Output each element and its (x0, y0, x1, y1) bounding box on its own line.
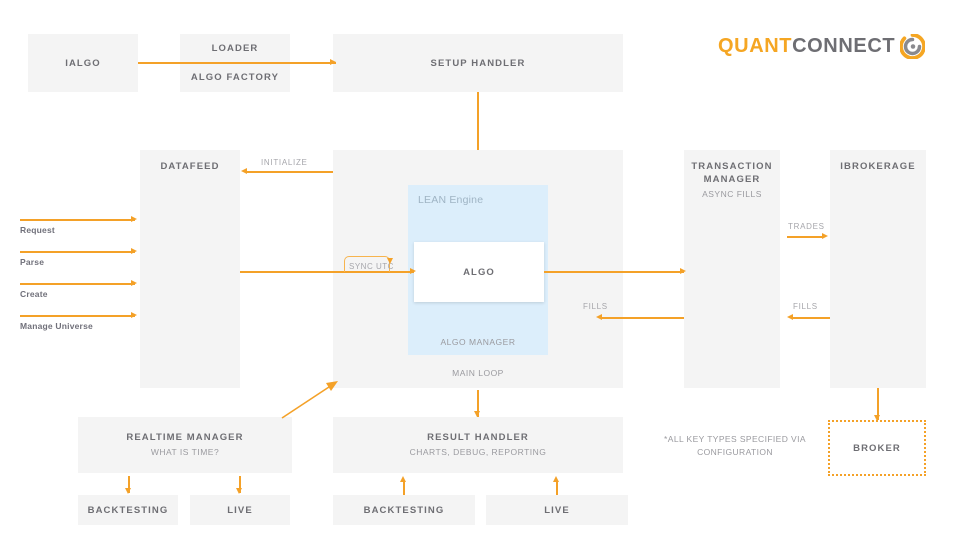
edge-manage-universe-to-datafeed (20, 315, 135, 317)
node-result-handler-title: RESULT HANDLER (427, 432, 529, 443)
edge-ibrokerage-to-broker-arrowhead (873, 415, 880, 421)
edge-main-loop-to-result-handler-arrowhead (473, 411, 480, 417)
edge-main-loop-to-result-handler (477, 390, 479, 417)
node-loader-title: LOADER (211, 43, 259, 54)
node-setup-handler-title: SETUP HANDLER (430, 57, 526, 69)
node-transaction-manager-subtitle: ASYNC FILLS (702, 189, 762, 199)
quantconnect-swirl-icon (900, 34, 926, 59)
node-result-live[interactable]: LIVE (486, 495, 628, 525)
edge-manage-universe-arrowhead (131, 311, 137, 318)
logo-text-quant: QUANT (718, 35, 793, 57)
node-ibrokerage-title: IBROKERAGE (840, 161, 916, 172)
side-input-label-manage-universe: Manage Universe (20, 321, 93, 331)
node-result-handler-subtitle: CHARTS, DEBUG, REPORTING (409, 447, 547, 457)
node-result-backtesting[interactable]: BACKTESTING (333, 495, 475, 525)
node-result-handler[interactable]: RESULT HANDLER CHARTS, DEBUG, REPORTING (333, 417, 623, 473)
edge-algo-to-transaction-manager-arrowhead (680, 267, 686, 274)
edge-ibrokerage-to-transaction-manager (792, 317, 830, 319)
edge-label-trades: TRADES (788, 222, 825, 231)
footnote-key-types: *ALL KEY TYPES SPECIFIED VIA CONFIGURATI… (664, 434, 806, 457)
edge-label-initialize: INITIALIZE (261, 158, 308, 167)
edge-create-to-datafeed (20, 283, 135, 285)
edge-realtime-manager-to-main-loop (281, 381, 338, 419)
node-algo-factory-title: ALGO FACTORY (190, 72, 280, 83)
edge-sync-utc-arrowhead (386, 258, 393, 264)
side-input-label-parse: Parse (20, 257, 45, 267)
edge-label-fills-transaction: FILLS (583, 302, 608, 311)
edge-main-loop-to-datafeed (246, 171, 333, 173)
edge-ibrokerage-to-broker (877, 388, 879, 420)
node-ibrokerage[interactable]: IBROKERAGE (830, 150, 926, 388)
edge-parse-arrowhead (131, 247, 137, 254)
node-realtime-backtesting[interactable]: BACKTESTING (78, 495, 178, 525)
node-realtime-live-title: LIVE (227, 504, 253, 516)
edge-label-sync-utc: SYNC UTC (349, 262, 394, 271)
node-realtime-manager-subtitle: WHAT IS TIME? (150, 447, 220, 457)
edge-label-fills-brokerage: FILLS (793, 302, 818, 311)
edge-ialgo-to-setup-handler-arrowhead (330, 58, 336, 65)
node-realtime-manager-title: REALTIME MANAGER (126, 432, 244, 443)
node-transaction-manager-title: TRANSACTION MANAGER (691, 161, 773, 185)
edge-backtesting-to-result-handler-arrowhead (399, 476, 406, 482)
edge-algo-to-transaction-manager (544, 271, 684, 273)
node-broker[interactable]: BROKER (828, 420, 926, 476)
edge-create-arrowhead (131, 279, 137, 286)
node-datafeed-title: DATAFEED (160, 161, 220, 172)
quantconnect-logo: QUANT CONNECT (718, 34, 926, 59)
node-realtime-live[interactable]: LIVE (190, 495, 290, 525)
edge-transaction-manager-to-main-loop-arrowhead (596, 313, 602, 320)
edge-request-to-datafeed (20, 219, 135, 221)
node-setup-handler[interactable]: SETUP HANDLER (333, 34, 623, 92)
edge-transaction-manager-to-ibrokerage (787, 236, 824, 238)
edge-ialgo-to-setup-handler (138, 62, 336, 64)
node-main-loop-title: MAIN LOOP (452, 368, 504, 378)
node-result-live-title: LIVE (544, 504, 570, 516)
node-broker-title: BROKER (853, 442, 901, 454)
node-realtime-backtesting-title: BACKTESTING (87, 504, 169, 516)
node-lean-engine-label: LEAN Engine (418, 194, 484, 206)
edge-datafeed-to-algo-arrowhead (410, 267, 416, 274)
node-algo-title: ALGO (463, 266, 495, 278)
edge-transaction-manager-to-main-loop (601, 317, 684, 319)
node-algo-manager-label: ALGO MANAGER (440, 337, 516, 347)
edge-main-loop-to-datafeed-arrowhead (241, 167, 247, 174)
edge-request-arrowhead (131, 215, 137, 222)
node-ialgo-title: IALGO (65, 57, 101, 69)
side-input-label-request: Request (20, 225, 55, 235)
edge-sync-utc-loop (344, 256, 390, 272)
edge-realtime-manager-to-live-arrowhead (235, 488, 242, 494)
edge-live-to-result-handler-arrowhead (552, 476, 559, 482)
node-result-backtesting-title: BACKTESTING (363, 504, 445, 516)
edge-ibrokerage-to-transaction-manager-arrowhead (787, 313, 793, 320)
node-datafeed[interactable]: DATAFEED (140, 150, 240, 388)
node-transaction-manager[interactable]: TRANSACTION MANAGER ASYNC FILLS (684, 150, 780, 388)
logo-text-connect: CONNECT (792, 35, 896, 57)
edge-realtime-manager-to-backtesting (128, 476, 130, 493)
edge-realtime-manager-to-backtesting-arrowhead (124, 488, 131, 494)
edge-backtesting-to-result-handler (403, 481, 405, 495)
node-realtime-manager[interactable]: REALTIME MANAGER WHAT IS TIME? (78, 417, 292, 473)
edge-transaction-manager-to-ibrokerage-arrowhead (822, 232, 828, 239)
edge-live-to-result-handler (556, 481, 558, 495)
edge-parse-to-datafeed (20, 251, 135, 253)
node-algo[interactable]: ALGO (414, 242, 544, 302)
edge-datafeed-to-algo (240, 271, 414, 273)
side-input-label-create: Create (20, 289, 48, 299)
node-ialgo[interactable]: IALGO (28, 34, 138, 92)
edge-realtime-manager-to-live (239, 476, 241, 493)
